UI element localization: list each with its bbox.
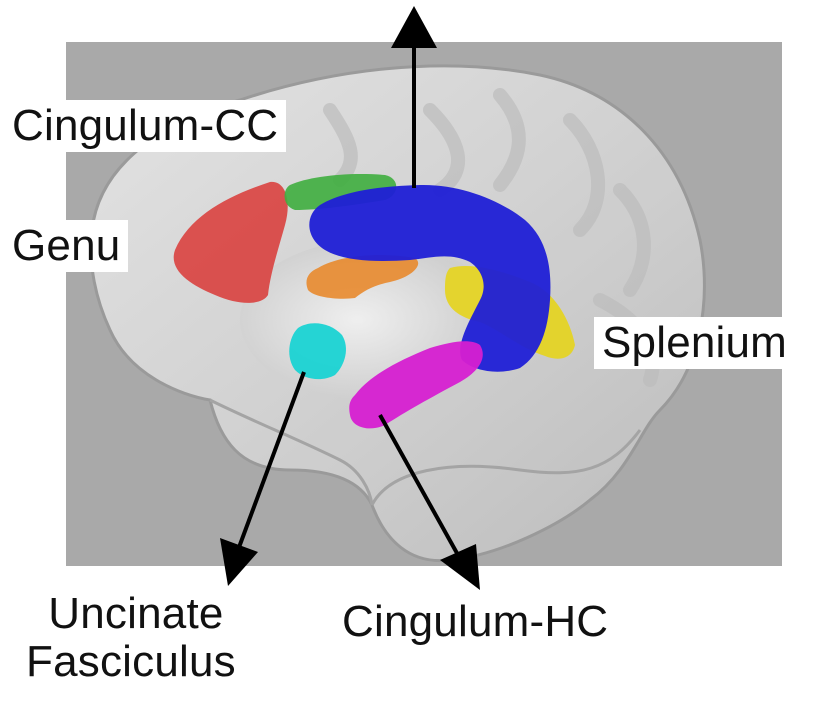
label-uncinate-fasciculus: Uncinate Fasciculus (36, 590, 236, 685)
label-uncinate-line2: Fasciculus (26, 638, 236, 686)
label-cingulum-cc: Cingulum-CC (4, 100, 286, 152)
label-splenium: Splenium (594, 317, 795, 369)
label-genu: Genu (4, 220, 128, 272)
uncinate-tract (289, 323, 346, 379)
label-cingulum-hc: Cingulum-HC (342, 598, 608, 646)
label-uncinate-line1: Uncinate (48, 589, 223, 638)
